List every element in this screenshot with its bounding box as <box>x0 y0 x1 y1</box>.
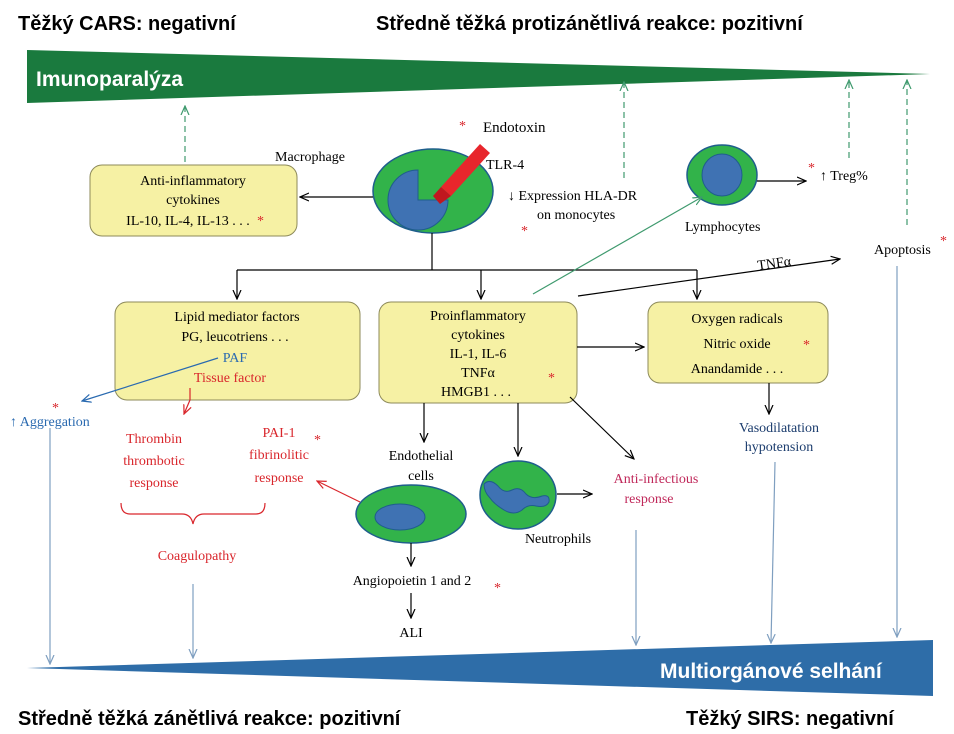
endotoxin-label: Endotoxin <box>483 120 546 136</box>
anti-inflam-line3: IL-10, IL-4, IL-13 . . . <box>126 214 250 229</box>
angiopoietin-label: Angiopoietin 1 and 2 <box>353 574 472 589</box>
endothelial-line2: cells <box>408 469 434 484</box>
proinflam-marker: * <box>548 371 555 386</box>
proinflam-line3: IL-1, IL-6 <box>450 347 507 362</box>
endothelial-line1: Endothelial <box>389 449 454 464</box>
macrophage-nucleus <box>387 169 449 231</box>
tlr4-receptor-tip <box>433 187 451 204</box>
neutrophils-label: Neutrophils <box>525 532 591 547</box>
anti-inflam-line2: cytokines <box>166 193 220 208</box>
apoptosis-marker: * <box>940 234 947 249</box>
pai-line2: fibrinolitic <box>249 448 309 463</box>
pai-marker: * <box>314 433 321 448</box>
header-bottom-right: Těžký SIRS: negativní <box>686 708 895 730</box>
arrow-vasodilatation-mof <box>771 461 775 643</box>
anti-inflammatory-box <box>89 164 298 237</box>
hla-label-line2: on monocytes <box>537 208 615 223</box>
neutrophil-nucleus <box>483 480 550 514</box>
arrow-tissue-thrombin <box>184 388 190 414</box>
pai-line3: response <box>255 471 304 486</box>
proinflam-line4: TNFα <box>461 366 495 381</box>
arrow-tnf-apoptosis <box>577 259 840 297</box>
thrombin-line1: Thrombin <box>126 432 182 447</box>
aggregation-label: ↑ Aggregation <box>10 415 90 430</box>
coagulopathy-brace <box>120 502 266 525</box>
hla-marker: * <box>521 224 528 239</box>
arrow-endothelial-pai <box>317 481 361 503</box>
vasodilatation-line2: hypotension <box>745 440 813 455</box>
tnf-alpha-label: TNFα <box>756 254 792 274</box>
tlr4-label: TLR-4 <box>486 158 524 173</box>
proinflam-line2: cytokines <box>451 328 505 343</box>
vasodilatation-line1: Vasodilatation <box>739 421 819 436</box>
angiopoietin-marker: * <box>494 581 501 596</box>
oxygen-line2: Nitric oxide <box>703 337 770 352</box>
oxygen-line1: Oxygen radicals <box>691 312 782 327</box>
anti-inflam-line1: Anti-inflammatory <box>140 174 246 189</box>
arrow-proinflam-antiinfectious <box>569 396 634 459</box>
arrow-proinflam-lymphocytes <box>532 197 702 295</box>
multiorgan-failure-label: Multiorgánové selhání <box>660 660 883 683</box>
hla-label-line1: ↓ Expression HLA-DR <box>508 189 638 204</box>
endothelial-nucleus <box>374 503 426 531</box>
apoptosis-label: Apoptosis <box>874 243 931 258</box>
aggregation-marker: * <box>52 401 59 416</box>
multiorgan-failure-band <box>27 640 933 696</box>
immunoparalysis-band <box>27 50 930 103</box>
tlr4-receptor <box>441 144 490 196</box>
header-top-left: Těžký CARS: negativní <box>18 13 237 35</box>
thrombin-line3: response <box>130 476 179 491</box>
macrophage-label: Macrophage <box>275 150 345 165</box>
anti-infectious-line1: Anti-infectious <box>614 472 699 487</box>
treg-marker: * <box>808 161 815 176</box>
coagulopathy-label: Coagulopathy <box>158 549 237 564</box>
lipid-line1: Lipid mediator factors <box>174 310 299 325</box>
arrow-paf-aggregation <box>82 357 219 401</box>
lipid-line2: PG, leucotriens . . . <box>181 330 288 345</box>
pai-line1: PAI-1 <box>263 426 296 441</box>
oxygen-radicals-box <box>647 301 829 384</box>
anti-infectious-line2: response <box>625 492 674 507</box>
paf-label: PAF <box>223 351 248 366</box>
treg-label: ↑ Treg% <box>820 169 868 184</box>
header-bottom-left: Středně těžká zánětlivá reakce: pozitivn… <box>18 708 402 730</box>
proinflam-line1: Proinflammatory <box>430 309 526 324</box>
anti-inflam-marker: * <box>257 214 264 229</box>
tissue-factor-label: Tissue factor <box>194 371 267 386</box>
lymphocyte-nucleus <box>701 153 743 197</box>
oxygen-line3: Anandamide . . . <box>691 362 784 377</box>
header-top-right: Středně těžká protizánětlivá reakce: poz… <box>376 13 804 35</box>
proinflammatory-box <box>378 301 578 404</box>
proinflam-line5: HMGB1 . . . <box>441 385 511 400</box>
thrombin-line2: thrombotic <box>123 454 184 469</box>
oxygen-marker: * <box>803 338 810 353</box>
endotoxin-marker: * <box>459 119 466 134</box>
ali-label: ALI <box>399 626 423 641</box>
immunoparalysis-label: Imunoparalýza <box>36 68 183 91</box>
lipid-mediator-box <box>114 301 361 401</box>
lymphocytes-label: Lymphocytes <box>685 220 760 235</box>
